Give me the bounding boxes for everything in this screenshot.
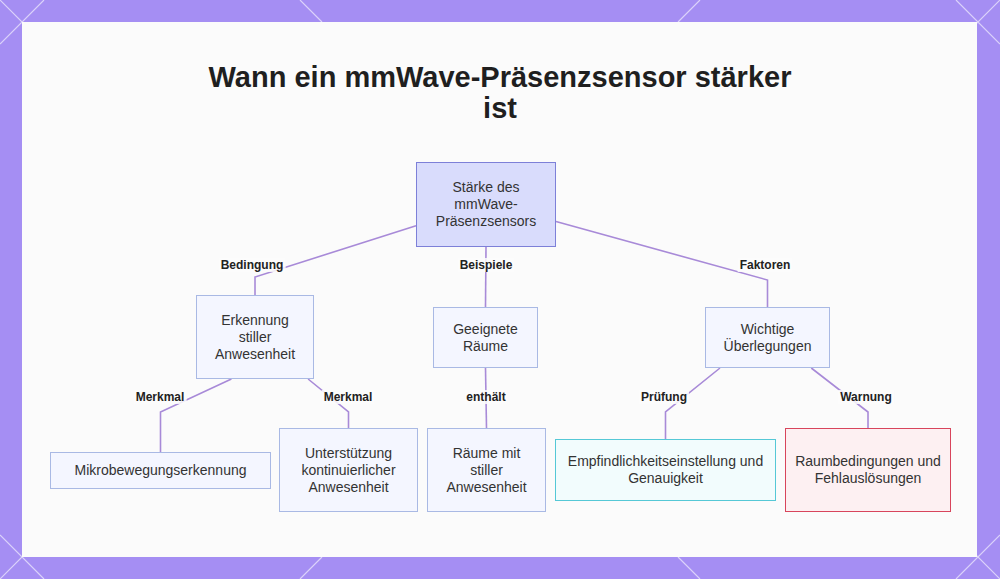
topic-box: Empfindlichkeitseinstellung und Genauigk… — [555, 439, 776, 501]
edge-label: Merkmal — [134, 390, 187, 404]
diagram-title: Wann ein mmWave-Präsenzsensor stärker is… — [200, 62, 800, 124]
topic-box: Wichtige Überlegungen — [705, 307, 830, 368]
edge-label: Merkmal — [322, 390, 375, 404]
node-text: Geeignete Räume — [442, 321, 529, 355]
node-text: Räume mit stiller Anwesenheit — [436, 445, 537, 496]
topic-box: Räume mit stiller Anwesenheit — [427, 428, 546, 512]
edge-label: Prüfung — [639, 390, 689, 404]
node-text: Raumbedingungen und Fehlauslösungen — [794, 453, 942, 487]
root-box: Stärke des mmWave-Präsenzsensors — [416, 162, 556, 247]
edge-label: Warnung — [838, 390, 894, 404]
edge-label: Bedingung — [219, 258, 286, 272]
node-text: Mikrobewegungserkennung — [75, 462, 247, 479]
connector-line — [485, 247, 487, 307]
node-text: Erkennung stiller Anwesenheit — [205, 312, 305, 363]
edge-label: enthält — [464, 390, 507, 404]
node-text: Wichtige Überlegungen — [714, 321, 821, 355]
node-text: Unterstützung kontinuierlicher Anwesenhe… — [288, 445, 409, 496]
connector-line — [556, 222, 768, 308]
topic-box: Unterstützung kontinuierlicher Anwesenhe… — [279, 428, 418, 512]
edge-label: Faktoren — [738, 258, 793, 272]
topic-box: Erkennung stiller Anwesenheit — [196, 295, 314, 379]
topic-box: Raumbedingungen und Fehlauslösungen — [785, 428, 951, 512]
node-text: Stärke des mmWave-Präsenzsensors — [425, 179, 547, 230]
node-text: Empfindlichkeitseinstellung und Genauigk… — [564, 453, 767, 487]
topic-box: Mikrobewegungserkennung — [50, 452, 271, 489]
topic-box: Geeignete Räume — [433, 307, 538, 368]
edge-label: Beispiele — [458, 258, 515, 272]
